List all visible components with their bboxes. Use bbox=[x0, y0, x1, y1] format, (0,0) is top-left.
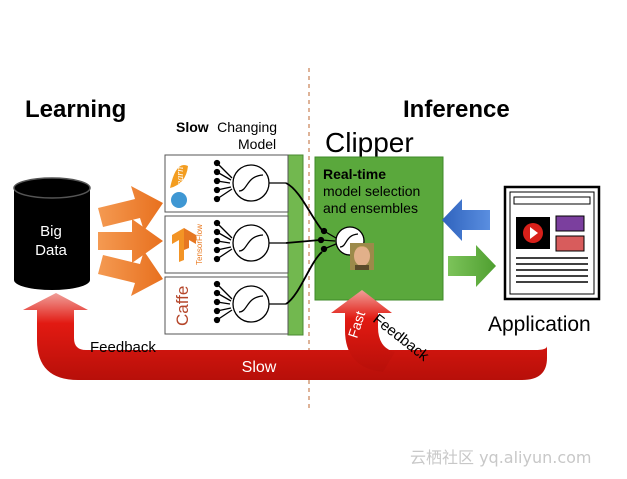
tensorflow-logo-icon bbox=[172, 228, 196, 262]
neuron-icon bbox=[213, 159, 286, 203]
neuron-icon bbox=[213, 280, 286, 324]
models-caption-line1: Slow Changing bbox=[176, 119, 277, 136]
application-label: Application bbox=[488, 313, 591, 336]
play-video-icon bbox=[516, 217, 550, 249]
inference-heading: Inference bbox=[403, 96, 510, 123]
models-caption-rest: Changing bbox=[217, 119, 277, 135]
clipper-box bbox=[314, 156, 444, 301]
clipper-line3: and ensembles bbox=[323, 200, 418, 216]
query-arrow-blue bbox=[442, 199, 490, 241]
orange-arrow-middle bbox=[98, 219, 163, 263]
model-box-tensorflow: TensorFlow bbox=[164, 215, 289, 274]
training-arrows bbox=[98, 186, 163, 296]
neuron-icon bbox=[213, 219, 286, 263]
clipper-realtime: Real-time bbox=[323, 166, 386, 182]
model-box-caffe: Caffe bbox=[164, 276, 289, 335]
big-data-label-line2: Data bbox=[35, 242, 67, 259]
model-box-sklearn: learn bbox=[164, 154, 289, 213]
caffe-label: Caffe bbox=[173, 286, 192, 326]
face-photo-icon bbox=[350, 243, 374, 270]
clipper-line2: model selection bbox=[323, 183, 420, 199]
sklearn-logo-icon bbox=[170, 164, 188, 208]
app-thumb-red bbox=[555, 235, 585, 252]
orange-arrow-top bbox=[98, 186, 163, 231]
big-data-cylinder: Big Data bbox=[13, 177, 91, 290]
application-document bbox=[503, 185, 601, 301]
app-thumb-purple bbox=[555, 215, 585, 232]
orange-arrow-bottom bbox=[98, 251, 163, 296]
prediction-arrow-green bbox=[448, 245, 496, 287]
slow-feedback-loop: Slow bbox=[23, 293, 547, 380]
sklearn-label: learn bbox=[175, 167, 186, 188]
slow-feedback-label: Feedback bbox=[90, 339, 156, 356]
slow-label: Slow bbox=[242, 359, 277, 376]
tensorflow-label: TensorFlow bbox=[195, 224, 204, 265]
slow-feedback-arrow bbox=[23, 293, 547, 380]
watermark: 云栖社区 yq.aliyun.com bbox=[410, 448, 592, 467]
fast-feedback-arrow: Fast bbox=[331, 290, 395, 372]
big-data-label-line1: Big bbox=[40, 223, 62, 240]
clipper-title: Clipper bbox=[325, 127, 414, 158]
slow-changing-strip bbox=[287, 154, 304, 336]
learning-heading: Learning bbox=[25, 96, 126, 123]
app-text-lines bbox=[516, 257, 588, 283]
model-to-clipper-connections bbox=[285, 182, 323, 305]
models-caption-bold: Slow bbox=[176, 119, 209, 135]
models-caption-line2: Model bbox=[238, 136, 276, 152]
